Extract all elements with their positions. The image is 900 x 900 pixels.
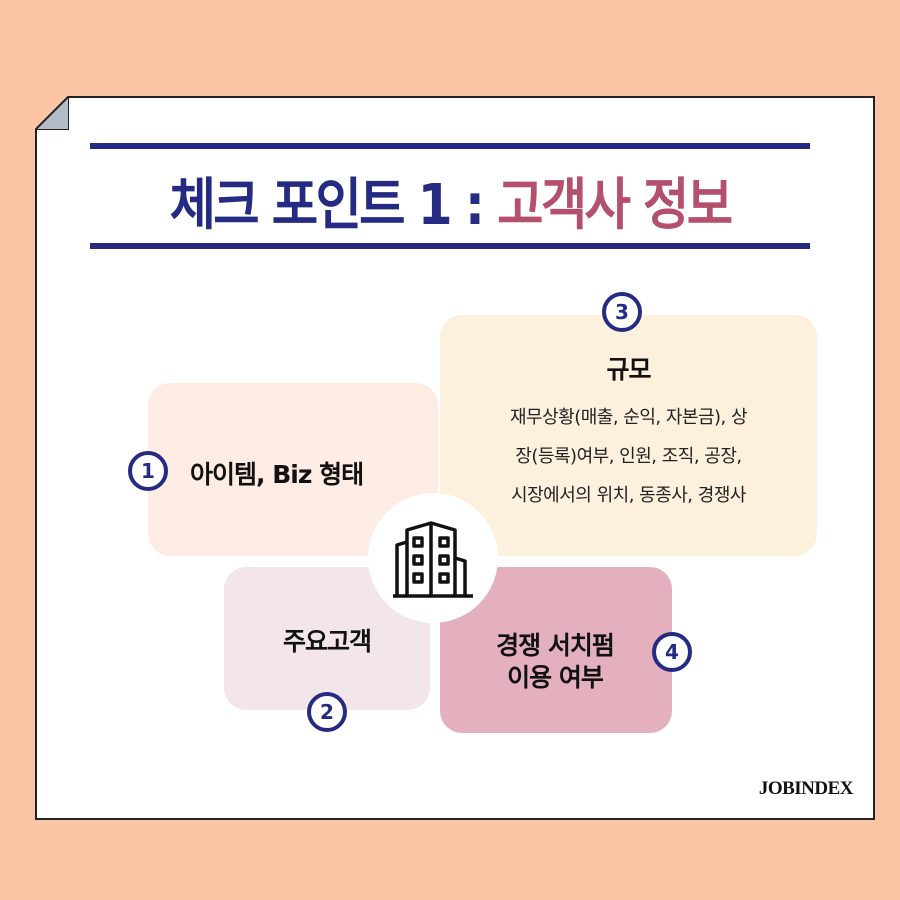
- title-rule-top: [90, 143, 810, 149]
- folded-corner-icon: [35, 96, 69, 130]
- number-badge-1: 1: [128, 451, 168, 491]
- item-3-label: 규모: [606, 355, 651, 384]
- item-3-box: [440, 315, 817, 556]
- item-1-label: 아이템, Biz 형태: [190, 460, 364, 489]
- number-badge-3: 3: [602, 292, 642, 332]
- number-badge-4: 4: [652, 632, 692, 672]
- title-rule-bottom: [90, 243, 810, 249]
- brand-logo: JOBINDEX: [758, 778, 854, 799]
- item-2-label: 주요고객: [282, 627, 372, 656]
- page-title: 체크 포인트 1 : 고객사 정보: [169, 173, 733, 238]
- number-badge-2: 2: [307, 692, 347, 732]
- building-icon: [393, 521, 473, 598]
- center-hub: [368, 493, 498, 623]
